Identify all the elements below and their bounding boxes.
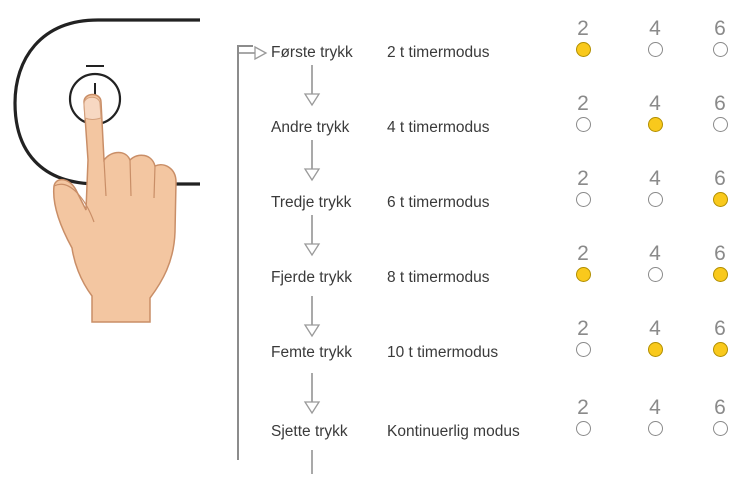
led-off-icon bbox=[647, 267, 663, 282]
indicator-number: 6 bbox=[714, 92, 726, 115]
timer-indicator-6: 6 bbox=[705, 168, 735, 220]
timer-indicator-2: 2 bbox=[568, 243, 598, 295]
indicator-number: 2 bbox=[577, 242, 589, 265]
led-off-icon bbox=[712, 117, 728, 132]
press-label: Første trykk bbox=[271, 44, 353, 61]
down-arrow-icon bbox=[303, 215, 321, 257]
indicator-number: 2 bbox=[577, 92, 589, 115]
led-on-icon bbox=[647, 342, 663, 357]
led-off-icon bbox=[575, 342, 591, 357]
led-off-icon bbox=[712, 42, 728, 57]
mode-label: 2 t timermodus bbox=[387, 44, 490, 61]
timer-indicator-4: 4 bbox=[640, 18, 670, 70]
press-label: Fjerde trykk bbox=[271, 269, 352, 286]
loop-line-vertical bbox=[237, 45, 239, 460]
timer-indicator-6: 6 bbox=[705, 18, 735, 70]
indicator-number: 6 bbox=[714, 242, 726, 265]
device-outline bbox=[13, 18, 200, 186]
down-arrow-icon bbox=[303, 140, 321, 182]
led-off-icon bbox=[647, 42, 663, 57]
timer-indicator-2: 2 bbox=[568, 93, 598, 145]
timer-indicator-2: 2 bbox=[568, 397, 598, 449]
indicator-number: 4 bbox=[649, 396, 661, 419]
mode-label: 10 t timermodus bbox=[387, 344, 499, 361]
power-button-illustration bbox=[13, 18, 200, 323]
timer-indicator-4: 4 bbox=[640, 93, 670, 145]
timer-indicator-2: 2 bbox=[568, 18, 598, 70]
led-on-icon bbox=[647, 117, 663, 132]
pointing-hand-icon bbox=[52, 93, 177, 323]
down-arrow-icon bbox=[303, 296, 321, 338]
led-on-icon bbox=[712, 267, 728, 282]
led-off-icon bbox=[575, 117, 591, 132]
indicator-number: 4 bbox=[649, 317, 661, 340]
loop-return-line bbox=[311, 450, 313, 474]
indicator-number: 4 bbox=[649, 17, 661, 40]
timer-indicator-4: 4 bbox=[640, 243, 670, 295]
timer-indicator-6: 6 bbox=[705, 318, 735, 370]
indicator-number: 6 bbox=[714, 17, 726, 40]
press-label: Andre trykk bbox=[271, 119, 350, 136]
step-row: Andre trykk 4 t timermodus 2 4 6 bbox=[0, 93, 736, 151]
press-label: Femte trykk bbox=[271, 344, 352, 361]
timer-indicator-4: 4 bbox=[640, 318, 670, 370]
timer-indicator-6: 6 bbox=[705, 243, 735, 295]
mode-label: 4 t timermodus bbox=[387, 119, 490, 136]
indicator-number: 2 bbox=[577, 396, 589, 419]
led-on-icon bbox=[575, 267, 591, 282]
step-row: Fjerde trykk 8 t timermodus 2 4 6 bbox=[0, 243, 736, 301]
indicator-number: 2 bbox=[577, 167, 589, 190]
mode-label: 6 t timermodus bbox=[387, 194, 490, 211]
step-row: Femte trykk 10 t timermodus 2 4 6 bbox=[0, 318, 736, 376]
led-off-icon bbox=[647, 421, 663, 436]
led-on-icon bbox=[712, 342, 728, 357]
indicator-number: 4 bbox=[649, 167, 661, 190]
indicator-number: 6 bbox=[714, 396, 726, 419]
led-on-icon bbox=[575, 42, 591, 57]
led-off-icon bbox=[575, 421, 591, 436]
timer-indicator-2: 2 bbox=[568, 318, 598, 370]
down-arrow-icon bbox=[303, 373, 321, 415]
indicator-number: 6 bbox=[714, 167, 726, 190]
timer-indicator-2: 2 bbox=[568, 168, 598, 220]
loop-arrow-icon bbox=[238, 45, 268, 61]
press-label: Tredje trykk bbox=[271, 194, 352, 211]
mode-label: Kontinuerlig modus bbox=[387, 423, 520, 440]
led-off-icon bbox=[647, 192, 663, 207]
led-on-icon bbox=[712, 192, 728, 207]
indicator-number: 2 bbox=[577, 317, 589, 340]
down-arrow-icon bbox=[303, 65, 321, 107]
timer-indicator-4: 4 bbox=[640, 168, 670, 220]
indicator-number: 2 bbox=[577, 17, 589, 40]
step-row: Tredje trykk 6 t timermodus 2 4 6 bbox=[0, 168, 736, 226]
led-off-icon bbox=[712, 421, 728, 436]
indicator-number: 4 bbox=[649, 92, 661, 115]
timer-indicator-6: 6 bbox=[705, 397, 735, 449]
step-row: Sjette trykk Kontinuerlig modus 2 4 6 bbox=[0, 397, 736, 455]
indicator-number: 4 bbox=[649, 242, 661, 265]
step-row: Første trykk 2 t timermodus 2 4 6 bbox=[0, 18, 736, 76]
led-off-icon bbox=[575, 192, 591, 207]
loop-line-top bbox=[237, 45, 253, 47]
timer-indicator-4: 4 bbox=[640, 397, 670, 449]
press-label: Sjette trykk bbox=[271, 423, 348, 440]
mode-label: 8 t timermodus bbox=[387, 269, 490, 286]
indicator-number: 6 bbox=[714, 317, 726, 340]
timer-indicator-6: 6 bbox=[705, 93, 735, 145]
